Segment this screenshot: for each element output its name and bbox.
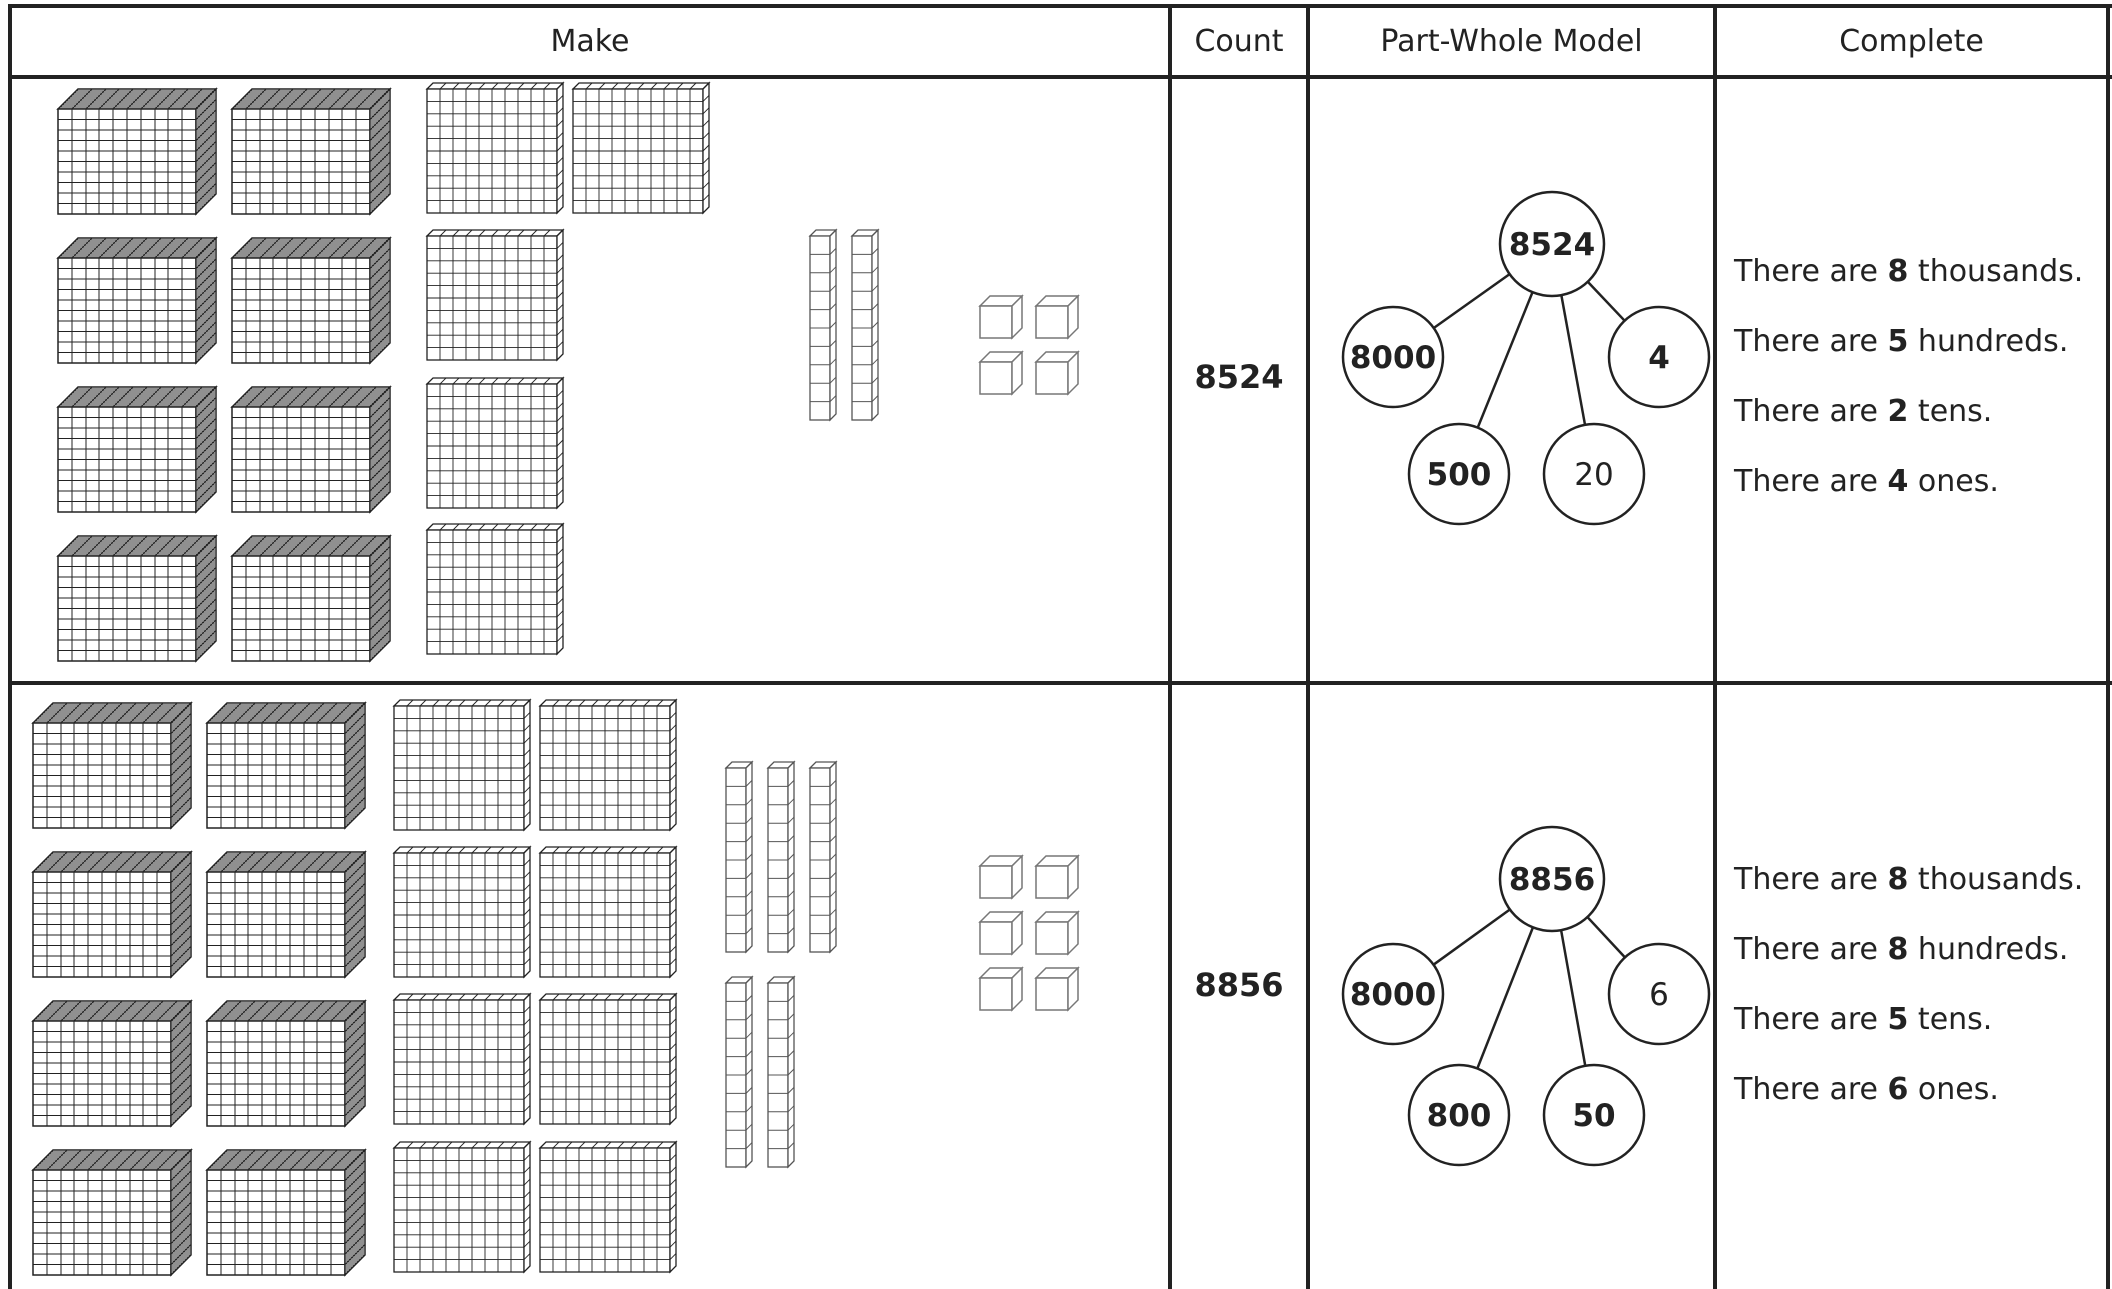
ten-rod	[851, 229, 879, 421]
sentence-ones: There are 4 ones.	[1734, 464, 1999, 499]
thousand-cube	[57, 386, 217, 513]
one-cube	[1035, 855, 1079, 899]
whole-value: 8856	[1509, 862, 1595, 898]
ten-rod	[725, 976, 753, 1168]
thousand-cube	[231, 88, 391, 215]
ten-rod	[725, 761, 753, 953]
connector-line	[1476, 291, 1534, 429]
base-ten-blocks	[32, 82, 1079, 1276]
part-circle	[1542, 1063, 1646, 1167]
hundred-flat	[426, 377, 564, 509]
connector-line	[1476, 926, 1535, 1069]
one-cube	[979, 855, 1023, 899]
header-make: Make	[550, 24, 630, 59]
ten-rod	[767, 976, 795, 1168]
one-cube	[979, 967, 1023, 1011]
hundred-flat	[426, 229, 564, 361]
part-circle	[1542, 422, 1646, 526]
thousand-cube	[206, 851, 366, 978]
hundred-flat	[539, 846, 677, 978]
thousand-cube	[231, 237, 391, 364]
sentence-ones: There are 6 ones.	[1734, 1072, 1999, 1107]
part-whole-model: 8856 8000 800 50 6	[1341, 825, 1711, 1167]
sentence-thousands: There are 8 thousands.	[1734, 254, 2084, 289]
thousand-cube	[32, 1149, 192, 1276]
sentence-hundreds: There are 5 hundreds.	[1734, 324, 2069, 359]
hundred-flat	[539, 699, 677, 831]
hundred-flat	[426, 523, 564, 655]
connector-line	[1433, 273, 1511, 330]
connector-line	[1586, 916, 1626, 959]
hundred-flat	[393, 699, 531, 831]
part-circle	[1407, 422, 1511, 526]
sentence-hundreds: There are 8 hundreds.	[1734, 932, 2069, 967]
part-whole-models: 8524 8000 500 20 4 8856 8000 800 50 6	[1341, 190, 1711, 1167]
part-value: 6	[1649, 977, 1669, 1013]
thousand-cube	[206, 1000, 366, 1127]
whole-circle	[1498, 825, 1606, 933]
sentence-tens: There are 5 tens.	[1734, 1002, 1993, 1037]
part-circle	[1407, 1063, 1511, 1167]
part-circle	[1607, 942, 1711, 1046]
part-value: 800	[1427, 1098, 1492, 1134]
part-circle	[1341, 305, 1445, 409]
hundred-flat	[539, 1141, 677, 1273]
connector-line	[1560, 294, 1587, 426]
part-value: 50	[1572, 1098, 1615, 1134]
part-whole-model: 8524 8000 500 20 4	[1341, 190, 1711, 526]
thousand-cube	[57, 237, 217, 364]
one-cube	[1035, 295, 1079, 339]
sentence-tens: There are 2 tens.	[1734, 394, 1993, 429]
part-circle	[1607, 305, 1711, 409]
thousand-cube	[206, 1149, 366, 1276]
hundred-flat	[393, 993, 531, 1125]
whole-circle	[1498, 190, 1606, 298]
header-count: Count	[1194, 24, 1284, 59]
count-value: 8856	[1194, 966, 1284, 1004]
thousand-cube	[231, 386, 391, 513]
thousand-cube	[206, 702, 366, 829]
table-grid	[8, 4, 2112, 1289]
one-cube	[1035, 351, 1079, 395]
connector-line	[1432, 908, 1511, 966]
one-cube	[979, 911, 1023, 955]
part-value: 8000	[1350, 977, 1436, 1013]
count-value: 8524	[1194, 358, 1284, 396]
part-value: 500	[1427, 457, 1492, 493]
hundred-flat	[426, 82, 564, 214]
thousand-cube	[57, 88, 217, 215]
hundred-flat	[572, 82, 710, 214]
part-value: 20	[1574, 457, 1613, 493]
whole-value: 8524	[1509, 227, 1595, 263]
sentence-thousands: There are 8 thousands.	[1734, 862, 2084, 897]
thousand-cube	[32, 1000, 192, 1127]
one-cube	[1035, 967, 1079, 1011]
one-cube	[1035, 911, 1079, 955]
thousand-cube	[32, 702, 192, 829]
ten-rod	[809, 761, 837, 953]
thousand-cube	[57, 535, 217, 662]
part-circle	[1341, 942, 1445, 1046]
thousand-cube	[32, 851, 192, 978]
connector-line	[1586, 280, 1626, 322]
thousand-cube	[231, 535, 391, 662]
hundred-flat	[539, 993, 677, 1125]
ten-rod	[809, 229, 837, 421]
hundred-flat	[393, 846, 531, 978]
connector-line	[1559, 929, 1587, 1066]
one-cube	[979, 295, 1023, 339]
hundred-flat	[393, 1141, 531, 1273]
part-value: 4	[1648, 340, 1670, 376]
part-value: 8000	[1350, 340, 1436, 376]
header-complete: Complete	[1839, 24, 1984, 59]
ten-rod	[767, 761, 795, 953]
one-cube	[979, 351, 1023, 395]
header-part-whole-model: Part-Whole Model	[1380, 24, 1643, 59]
